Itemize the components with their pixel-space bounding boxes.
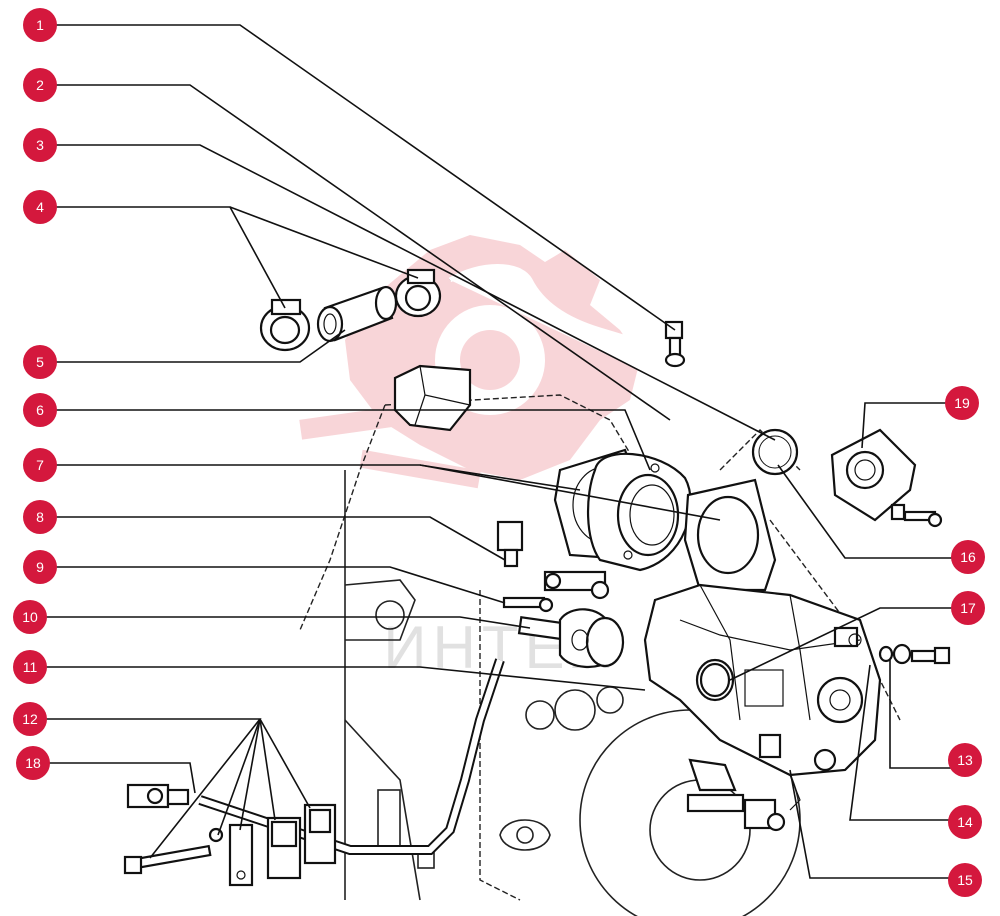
callout-label: 2 [36, 77, 44, 93]
callout-label: 6 [36, 402, 44, 418]
callout-label: 10 [22, 609, 38, 625]
callout-label: 19 [954, 395, 970, 411]
long-bolt [123, 844, 212, 875]
callout-17: 17 [951, 591, 985, 625]
screw-small [502, 596, 554, 613]
callout-label: 17 [960, 600, 976, 616]
leader-lines [40, 24, 965, 879]
callout-11: 11 [13, 650, 47, 684]
callout-label: 13 [957, 752, 973, 768]
callout-19: 19 [945, 386, 979, 420]
pipe-clips [208, 803, 337, 887]
return-pipe [198, 658, 505, 855]
callout-label: 5 [36, 354, 44, 370]
callout-1: 1 [23, 8, 57, 42]
callout-16: 16 [951, 540, 985, 574]
callout-7: 7 [23, 448, 57, 482]
injection-pump-body [643, 583, 882, 832]
callout-label: 9 [36, 559, 44, 575]
callout-label: 18 [25, 755, 41, 771]
o-ring-pump [699, 662, 731, 698]
hose-clamp-right [394, 268, 442, 318]
callout-label: 16 [960, 549, 976, 565]
rubber-hose [316, 285, 398, 343]
callout-5: 5 [23, 345, 57, 379]
feed-pipe [448, 264, 862, 478]
callout-2: 2 [23, 68, 57, 102]
callout-18: 18 [16, 746, 50, 780]
adapter-housing [587, 452, 692, 572]
callout-3: 3 [23, 128, 57, 162]
callout-label: 3 [36, 137, 44, 153]
mounting-bracket-top [393, 364, 472, 432]
hose-clamp-left [259, 298, 311, 352]
callout-label: 8 [36, 509, 44, 525]
callout-label: 15 [957, 872, 973, 888]
callout-label: 12 [22, 711, 38, 727]
drive-coupling [517, 608, 625, 668]
pipe-nut-fitting [126, 783, 190, 809]
gasket-right [683, 478, 777, 592]
callout-label: 4 [36, 199, 44, 215]
callout-label: 1 [36, 17, 44, 33]
callout-14: 14 [948, 805, 982, 839]
callout-13: 13 [948, 743, 982, 777]
callout-4: 4 [23, 190, 57, 224]
callout-label: 7 [36, 457, 44, 473]
callout-6: 6 [23, 393, 57, 427]
pump-bolt-set [878, 643, 951, 665]
pipe-flange [830, 428, 943, 528]
callout-10: 10 [13, 600, 47, 634]
banjo-bolt [664, 320, 686, 368]
union-fitting [496, 520, 610, 600]
o-ring-upper [751, 428, 799, 476]
callout-12: 12 [13, 702, 47, 736]
callout-15: 15 [948, 863, 982, 897]
callout-8: 8 [23, 500, 57, 534]
callout-label: 11 [23, 659, 38, 675]
callout-label: 14 [957, 814, 973, 830]
callout-9: 9 [23, 550, 57, 584]
